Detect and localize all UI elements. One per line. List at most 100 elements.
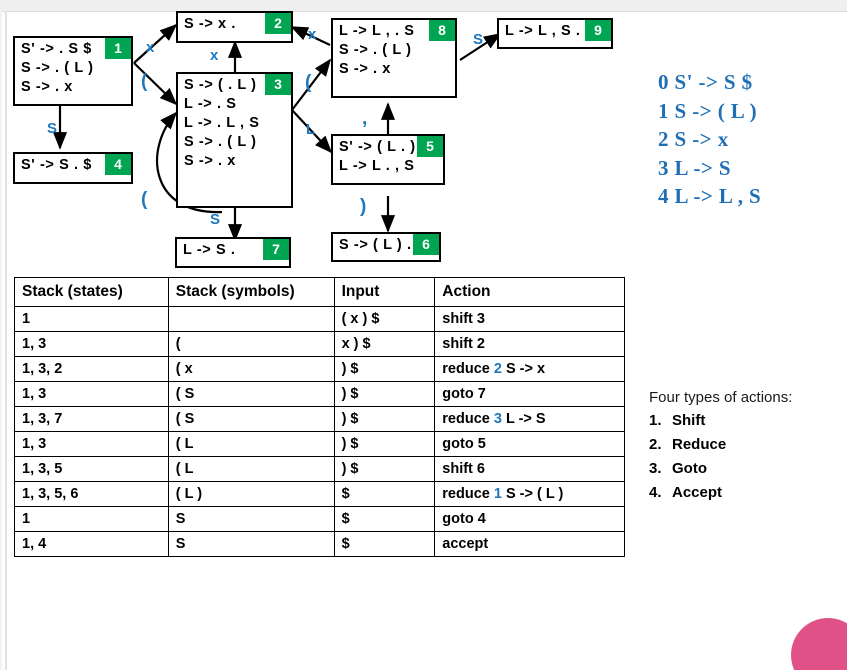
state-box-1[interactable]: 1 S' -> . S $ S -> . ( L ) S -> . x (13, 36, 133, 106)
state-box-7[interactable]: 7 L -> S . (175, 237, 291, 268)
cell-stack-symbols: S (167, 531, 335, 557)
edge-label-3-to-2-x: x (210, 47, 219, 64)
action-text: accept (442, 536, 489, 552)
production-line: L -> S . (183, 242, 236, 258)
cell-stack-states: 1, 3 (14, 431, 169, 457)
grammar-rule: 3 L -> S (658, 155, 731, 180)
window-top-bar (0, 0, 847, 12)
cell-input: x ) $ (333, 331, 436, 357)
cell-action: goto 4 (434, 506, 625, 532)
cell-action: accept (434, 531, 625, 557)
state-badge-5: 5 (417, 136, 443, 157)
left-edge-rule-outer (0, 11, 2, 670)
action-rule-text: L -> S (501, 411, 546, 427)
production-line: S -> . ( L ) (21, 60, 94, 76)
action-rule-text: S -> x (501, 361, 546, 377)
production-line: L -> L . , S (339, 158, 415, 174)
table-row: 1, 3 ( L ) $ goto 5 (14, 431, 625, 457)
table-row: 1 ( x ) $ shift 3 (14, 306, 625, 332)
cell-action: shift 2 (434, 331, 625, 357)
grammar-rule: 1 S -> ( L ) (658, 98, 758, 123)
state-productions-2: S -> x . (178, 13, 291, 36)
state-box-9[interactable]: 9 L -> L , S . (497, 18, 613, 49)
table-row: 1, 3, 2 ( x ) $ reduce 2 S -> x (14, 356, 625, 382)
parse-trace-table: Stack (states) Stack (symbols) Input Act… (14, 277, 625, 557)
production-line: S -> ( . L ) (184, 77, 257, 93)
cell-stack-states: 1 (14, 306, 169, 332)
state-box-6[interactable]: 6 S -> ( L ) . (331, 232, 441, 262)
cell-input: ( x ) $ (333, 306, 436, 332)
cell-input: ) $ (333, 456, 436, 482)
actions-legend-heading: Four types of actions: (649, 389, 793, 406)
automaton-edges (52, 23, 502, 242)
actions-legend-item-label: Goto (672, 460, 707, 477)
action-text: shift 2 (442, 336, 485, 352)
cell-action: reduce 2 S -> x (434, 356, 625, 382)
action-text: goto 4 (442, 511, 486, 527)
action-text: goto 7 (442, 386, 486, 402)
actions-legend-item-number: 2. (649, 436, 662, 453)
table-row: 1, 3, 5 ( L ) $ shift 6 (14, 456, 625, 482)
production-line: S -> . x (339, 61, 391, 77)
action-rule-number: 1 (493, 486, 502, 502)
actions-legend-item: 1. Shift (649, 409, 792, 433)
state-box-8[interactable]: 8 L -> L , . S S -> . ( L ) S -> . x (331, 18, 457, 98)
cell-stack-symbols: ( S (167, 381, 335, 407)
production-line: L -> L , S . (505, 23, 581, 39)
actions-legend-item-label: Shift (672, 412, 706, 429)
actions-legend-item: 2. Reduce (649, 433, 792, 457)
cell-stack-symbols: ( L ) (167, 481, 335, 507)
cell-input: $ (333, 531, 436, 557)
state-badge-4: 4 (105, 154, 131, 175)
edge-label-1-to-2-x: x (146, 39, 155, 56)
cell-stack-states: 1, 3 (14, 331, 169, 357)
table-row: 1, 3 ( x ) $ shift 2 (14, 331, 625, 357)
state-box-2[interactable]: 2 S -> x . (176, 11, 293, 43)
action-rule-text: S -> ( L ) (501, 486, 564, 502)
table-row: 1, 3, 7 ( S ) $ reduce 3 L -> S (14, 406, 625, 432)
decorative-corner-circle (791, 618, 847, 670)
cell-input: ) $ (333, 431, 436, 457)
production-line: S -> . ( L ) (339, 42, 412, 58)
cell-stack-states: 1, 4 (14, 531, 169, 557)
action-text: shift 6 (442, 461, 485, 477)
edge-label-3-to-5-L: L (306, 121, 316, 138)
cell-input: ) $ (333, 356, 436, 382)
cell-action: reduce 1 S -> ( L ) (434, 481, 625, 507)
state-badge-2: 2 (265, 13, 291, 34)
state-box-3[interactable]: 3 S -> ( . L ) L -> . S L -> . L , S S -… (176, 72, 293, 208)
edge-label-8-to-9-S: S (473, 31, 484, 48)
table-row: 1 S $ goto 4 (14, 506, 625, 532)
cell-stack-symbols: ( L (167, 431, 335, 457)
state-badge-7: 7 (263, 239, 289, 260)
production-line: S' -> ( L . ) (339, 139, 416, 155)
cell-stack-states: 1, 3, 7 (14, 406, 169, 432)
cell-stack-states: 1, 3, 2 (14, 356, 169, 382)
edge-label-3-to-8-lparen: ( (305, 72, 312, 93)
cell-stack-states: 1, 3, 5 (14, 456, 169, 482)
left-edge-rule (5, 11, 7, 670)
action-text: reduce (442, 361, 494, 377)
table-row: 1, 3, 5, 6 ( L ) $ reduce 1 S -> ( L ) (14, 481, 625, 507)
cell-stack-states: 1, 3, 5, 6 (14, 481, 169, 507)
grammar-rules-list: 0 S' -> S $ 1 S -> ( L ) 2 S -> x 3 L ->… (658, 68, 761, 211)
actions-legend-item-number: 4. (649, 484, 662, 501)
actions-legend: Four types of actions: 1. Shift 2. Reduc… (649, 387, 792, 505)
state-productions-9: L -> L , S . (499, 20, 611, 43)
table-header-row: Stack (states) Stack (symbols) Input Act… (14, 277, 625, 307)
production-line: S' -> S . $ (21, 157, 92, 173)
production-line: S' -> . S $ (21, 41, 92, 57)
cell-stack-states: 1, 3 (14, 381, 169, 407)
cell-action: goto 7 (434, 381, 625, 407)
edge-label-1-to-4-S: S (47, 120, 58, 137)
cell-stack-symbols: ( (167, 331, 335, 357)
cell-stack-symbols (167, 306, 335, 332)
action-text: reduce (442, 411, 494, 427)
cell-action: goto 5 (434, 431, 625, 457)
action-rule-number: 2 (493, 361, 502, 377)
state-box-4[interactable]: 4 S' -> S . $ (13, 152, 133, 184)
production-line: L -> . L , S (184, 115, 260, 131)
actions-legend-item: 3. Goto (649, 457, 792, 481)
state-box-5[interactable]: 5 S' -> ( L . ) L -> L . , S (331, 134, 445, 185)
